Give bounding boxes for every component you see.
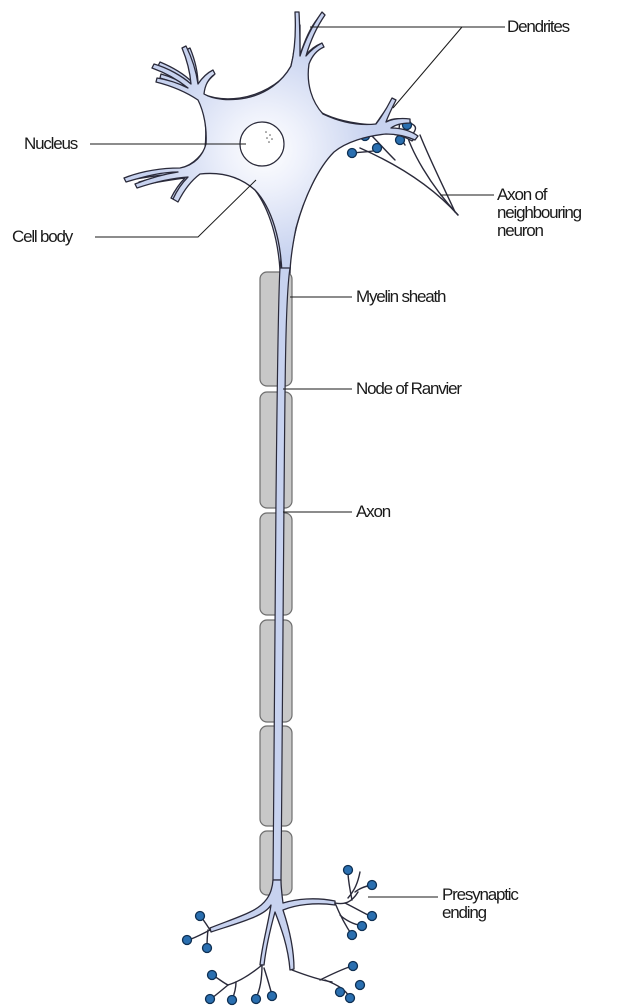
bouton-11 [368,912,377,921]
bouton-2 [183,936,192,945]
bouton-17 [356,981,365,990]
bouton-15 [346,994,355,1003]
bouton-3 [203,944,212,953]
bouton-12 [358,922,367,931]
label-axon: Axon [356,503,390,521]
bouton-5 [206,995,215,1004]
label-dendrites: Dendrites [507,18,569,36]
bouton-14 [349,962,358,971]
leader-cell-body [95,180,256,237]
label-myelin-sheath: Myelin sheath [356,288,445,306]
label-presynaptic-ending: Presynaptic ending [442,886,518,922]
nucleus [240,122,284,166]
bouton-1 [196,912,205,921]
leader-dendrites-2 [393,27,462,108]
bouton-10 [368,881,377,890]
label-node-of-ranvier: Node of Ranvier [356,380,461,398]
terminal-trunk [210,880,335,970]
label-cell-body: Cell body [12,228,72,246]
bouton-13 [348,931,357,940]
bouton-16 [336,988,345,997]
bouton-7 [252,995,261,1004]
axon-terminal [188,872,372,1000]
bouton-8 [268,992,277,1001]
bouton-9 [344,866,353,875]
neighbouring-bouton-2 [348,149,357,158]
label-axon-of-neighbouring-neuron: Axon of neighbouring neuron [497,186,581,240]
neighbouring-bouton-3 [373,144,382,153]
bouton-6 [228,996,237,1005]
bouton-4 [208,971,217,980]
label-nucleus: Nucleus [24,135,77,153]
